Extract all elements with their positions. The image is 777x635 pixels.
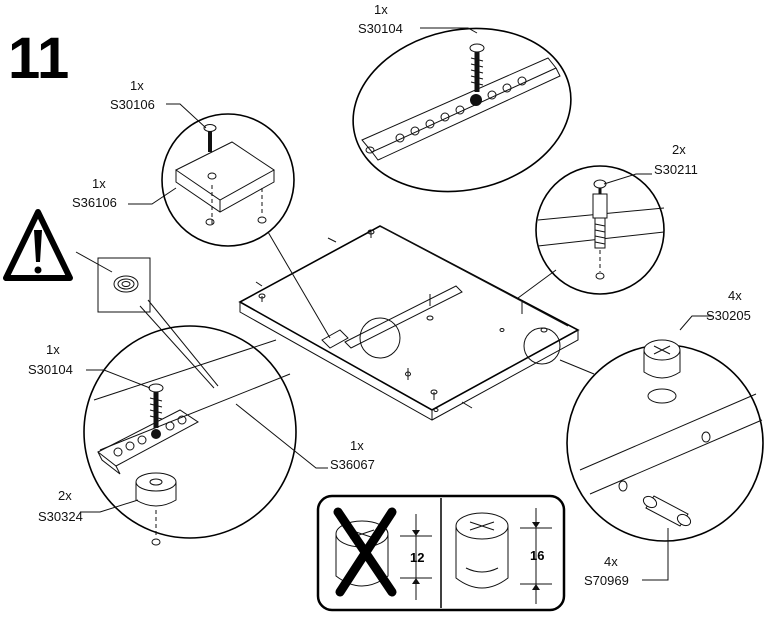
callout-rail-code: S36067 xyxy=(330,457,375,472)
callout-lower-screw-qty: 1x xyxy=(46,342,60,357)
callout-left-screw-qty: 1x xyxy=(130,78,144,93)
callout-cam-lock-qty: 4x xyxy=(728,288,742,303)
screw-icon xyxy=(592,179,608,249)
dimension-wrong xyxy=(400,514,432,600)
screw-icon xyxy=(469,43,485,92)
callout-left-screw-code: S30106 xyxy=(110,97,155,112)
callout-left-block-code: S36106 xyxy=(72,195,117,210)
callout-right-screw-code: S30211 xyxy=(654,162,698,177)
foot-icon xyxy=(135,472,177,507)
callout-foot-qty: 2x xyxy=(58,488,72,503)
dimension-correct xyxy=(520,508,552,604)
screw-icon xyxy=(148,383,164,428)
dowel-icon xyxy=(642,495,692,527)
detail-right-screw xyxy=(535,165,665,295)
callout-left-block-qty: 1x xyxy=(92,176,106,191)
callout-cam-lock-code: S30205 xyxy=(706,308,751,323)
screw-icon xyxy=(203,124,217,152)
warning-icon xyxy=(3,209,73,281)
callout-rail-qty: 1x xyxy=(350,438,364,453)
detail-left-block xyxy=(128,103,295,247)
dimension-correct-value: 16 xyxy=(530,548,544,563)
main-board xyxy=(238,225,595,421)
callout-dowel-qty: 4x xyxy=(604,554,618,569)
cam-lock-correct xyxy=(455,512,509,589)
callout-top-screw-code: S30104 xyxy=(358,21,403,36)
cam-lock-icon xyxy=(643,339,681,379)
hole-detail xyxy=(97,257,151,313)
callout-top-screw-qty: 1x xyxy=(374,2,388,17)
callout-dowel-code: S70969 xyxy=(584,573,629,588)
dimension-wrong-value: 12 xyxy=(410,550,424,565)
detail-cam-dowel xyxy=(566,315,764,581)
step-number: 11 xyxy=(8,26,69,91)
detail-lower-rail xyxy=(80,325,328,546)
cross-icon xyxy=(333,507,397,597)
callout-lower-screw-code: S30104 xyxy=(28,362,73,377)
comparison-box: 12 16 xyxy=(316,494,566,612)
callout-right-screw-qty: 2x xyxy=(672,142,686,157)
detail-top-rail xyxy=(352,27,572,193)
callout-foot-code: S30324 xyxy=(38,509,83,524)
